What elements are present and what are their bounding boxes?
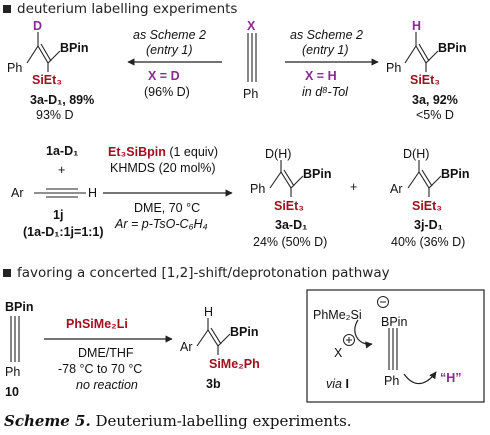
- product-3a-bonds: [404, 32, 439, 72]
- reagent-1a-d1: 1a-D₁: [46, 144, 79, 158]
- dh-label-2: D(H): [403, 147, 430, 161]
- left-condition-xd: X = D: [148, 69, 180, 83]
- positive-charge-circle: [343, 334, 355, 346]
- mechanism-box: [306, 289, 485, 403]
- bpin-label-mid2: BPin: [441, 167, 470, 181]
- dh-label-1: D(H): [265, 147, 292, 161]
- mech-via-label: via I: [326, 377, 349, 391]
- section-bullet-square-2: [3, 269, 11, 277]
- section-heading-deuterium: deuterium labelling experiments: [17, 1, 238, 17]
- deuterium-label: D: [33, 19, 43, 33]
- right-condition-solvent: in d⁸-Tol: [302, 85, 348, 99]
- section-bullet-square: [3, 5, 11, 13]
- product-3a-d1-dpct: 93% D: [36, 108, 74, 122]
- product-3a-d1-mid-yield: 24% (50% D): [253, 235, 328, 249]
- right-condition-xh: X = H: [305, 69, 337, 83]
- product-3a-d1-bonds: [26, 32, 61, 72]
- siet3-label-mid2: SiEt₃: [412, 199, 443, 213]
- prod-3b-h-label: H: [204, 305, 214, 319]
- reagent-phsime2li: PhSiMe₂Li: [66, 317, 128, 331]
- aryl-label: Ar: [11, 186, 24, 200]
- section-heading-concerted: favoring a concerted [1,2]-shift/deproto…: [17, 265, 390, 281]
- plus-sign-2: +: [350, 180, 358, 194]
- product-3j-d1: 3j-D₁: [414, 218, 443, 232]
- left-condition-dpct: (96% D): [144, 85, 190, 99]
- condition-aryl-definition: Ar = p-TsO-C₆H₄: [115, 217, 208, 231]
- aryl-alkyne-bonds: [34, 188, 86, 198]
- reagent-ratio: (1a-D₁:1j=1:1): [23, 225, 104, 239]
- product-3a-d1-mid: 3a-D₁: [275, 218, 308, 232]
- deprotonation-curved-arrow: [403, 371, 437, 385]
- phenyl-label-mid: Ph: [250, 182, 266, 196]
- alkynyl-bpin-bonds: [10, 316, 20, 362]
- right-condition-line-2: (entry 1): [302, 43, 349, 57]
- terminal-alkyne-structure: [247, 33, 257, 82]
- condition-solvent: DME, 70 °C: [134, 201, 201, 215]
- left-condition-line-1: as Scheme 2: [133, 28, 206, 42]
- mech-hydride-label: “H”: [440, 371, 462, 385]
- product-3j-d1-yield: 40% (36% D): [391, 235, 466, 249]
- mech-x-label: X: [334, 346, 343, 360]
- bottom-condition-temp: -78 °C to 70 °C: [58, 362, 143, 376]
- product-3b-label: 3b: [206, 377, 221, 391]
- product-3a-yield: 3a, 92%: [412, 93, 458, 107]
- terminal-h-label: H: [88, 186, 98, 200]
- plus-sign: +: [58, 163, 66, 177]
- condition-silylborane: Et₃SiBpin (1 equiv): [108, 145, 218, 159]
- mech-ph-label: Ph: [384, 374, 400, 388]
- bottom-condition-solvent: DME/THF: [78, 346, 134, 360]
- mech-bpin-label: BPin: [381, 315, 408, 329]
- sm-compound-10: 10: [5, 385, 19, 399]
- product-3a-d1-mixed-bonds: [269, 160, 304, 197]
- product-3j-d1-bonds: [407, 160, 442, 197]
- bpin-label-mid1: BPin: [303, 167, 332, 181]
- prod-3b-bpin-label: BPin: [230, 325, 259, 339]
- alkyne-ph-label: Ph: [243, 87, 259, 101]
- prod-3b-ar-label: Ar: [180, 340, 193, 354]
- sm-bpin-label: BPin: [5, 300, 34, 314]
- sm-ph-label: Ph: [5, 365, 21, 379]
- hydrogen-label: H: [412, 19, 422, 33]
- silyl-shift-curved-arrow: [354, 319, 373, 349]
- prod-3b-si-label: SiMe₂Ph: [209, 357, 260, 371]
- negative-charge-circle: [377, 296, 389, 308]
- bottom-condition-note: no reaction: [76, 378, 138, 392]
- alkyne-x-label: X: [247, 19, 256, 33]
- siet3-label: SiEt₃: [32, 73, 63, 87]
- phenyl-label: Ph: [7, 61, 23, 75]
- product-3b-bonds: [196, 318, 231, 355]
- condition-base: KHMDS (20 mol%): [110, 161, 216, 175]
- phenyl-label-right: Ph: [386, 61, 402, 75]
- siet3-label-right: SiEt₃: [410, 73, 441, 87]
- bpin-label-right: BPin: [438, 41, 467, 55]
- right-condition-line-1: as Scheme 2: [290, 28, 363, 42]
- left-condition-line-2: (entry 1): [146, 43, 193, 57]
- reagent-1j: 1j: [53, 208, 64, 222]
- mech-phme2si-label: PhMe₂Si: [313, 308, 362, 322]
- product-3a-dpct: <5% D: [416, 108, 454, 122]
- scheme-caption: Scheme 5. Deuterium-labelling experiment…: [4, 412, 352, 430]
- mechanism-bonds: [388, 328, 398, 370]
- product-3a-d1-yield: 3a-D₁, 89%: [30, 93, 95, 107]
- aryl-label-prod: Ar: [390, 182, 403, 196]
- siet3-label-mid1: SiEt₃: [274, 199, 305, 213]
- bpin-label: BPin: [60, 41, 89, 55]
